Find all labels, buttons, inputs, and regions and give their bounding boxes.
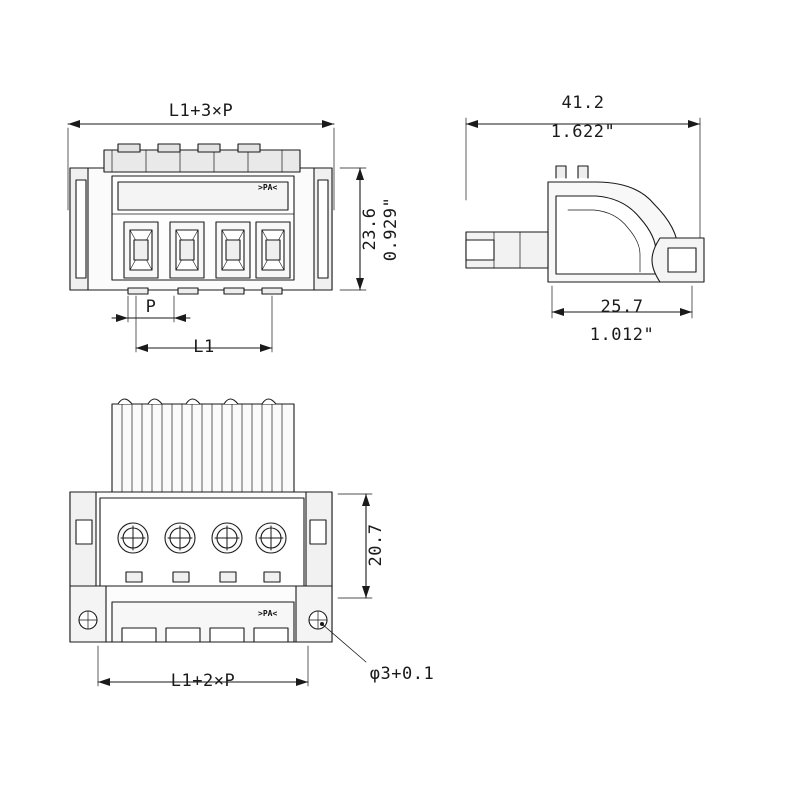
- view-top-left: [67, 120, 367, 353]
- pa-mark-front: >PA<: [258, 609, 277, 618]
- dim-side-depth-mm: 25.7: [601, 297, 644, 317]
- view-front-bottom: [69, 398, 373, 687]
- view-side-right: [465, 117, 705, 319]
- dim-front-overall: L1+2×P: [171, 671, 235, 691]
- dim-side-width-mm: 41.2: [562, 93, 605, 113]
- dim-inner-length: L1: [193, 337, 214, 357]
- dim-top-overall: L1+3×P: [169, 101, 233, 121]
- dim-side-width-in: 1.622": [551, 122, 615, 142]
- dim-side-depth-in: 1.012": [590, 325, 654, 345]
- dim-top-height-in: 0.929": [381, 197, 401, 261]
- dim-pitch: P: [146, 297, 157, 317]
- dim-hole-diameter: φ3+0.1: [370, 664, 434, 684]
- dim-front-height-mm: 20.7: [366, 524, 386, 567]
- pa-mark-top: >PA<: [258, 183, 277, 192]
- dim-top-height-mm: 23.6: [360, 208, 380, 251]
